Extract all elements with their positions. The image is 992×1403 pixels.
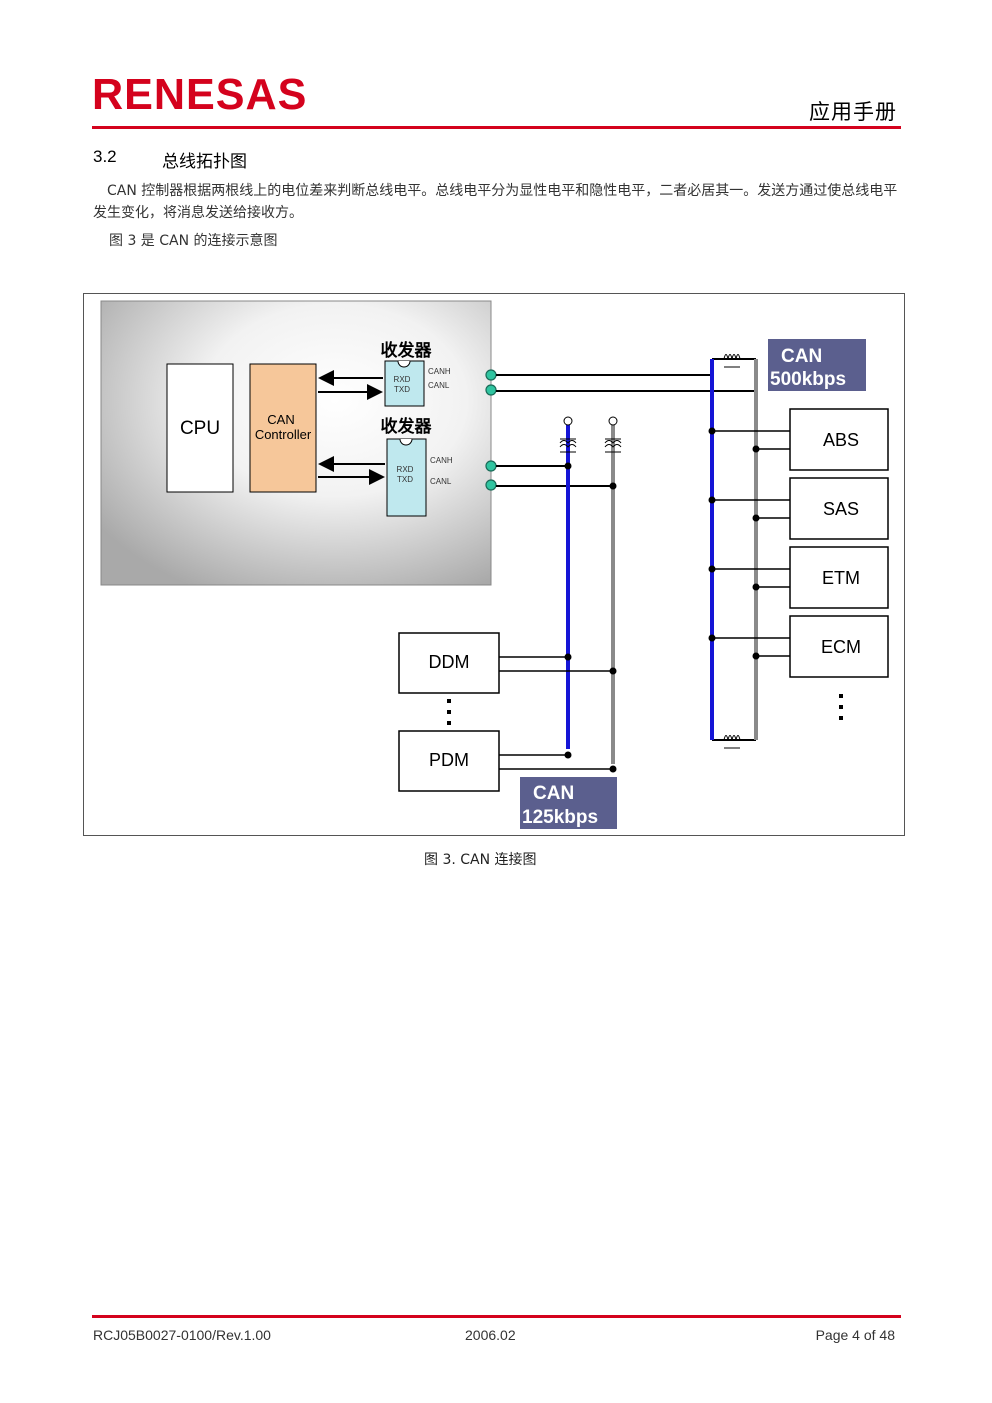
renesas-logo: RENESAS — [92, 70, 354, 119]
t1-pin-rxd: RXD — [394, 375, 411, 384]
cpu-label: CPU — [180, 418, 220, 439]
transceiver-2 — [386, 438, 427, 517]
controller-label-line1: CAN — [267, 412, 294, 427]
t2-pin-txd: TXD — [397, 475, 413, 484]
node-label: PDM — [429, 750, 469, 770]
header-rule — [92, 126, 901, 129]
left-node-group: DDM PDM — [398, 632, 617, 792]
bus-500k-label-line1: CAN — [781, 346, 822, 367]
bus-125k-end-low — [608, 416, 618, 426]
section-title: 总线拓扑图 — [162, 152, 247, 172]
cpu-box — [166, 363, 234, 493]
bus-125k-lines — [496, 465, 613, 487]
left-ellipsis — [447, 699, 451, 725]
ecu-terminals — [485, 369, 497, 491]
body-paragraph: CAN 控制器根据两根线上的电位差来判断总线电平。总线电平分为显性电平和隐性电平… — [93, 183, 898, 221]
footer-date: 2006.02 — [465, 1327, 516, 1343]
section-number: 3.2 — [93, 147, 117, 166]
t2-pin-rxd: RXD — [397, 465, 414, 474]
right-node-group: ABS SAS ETM ECM — [708, 408, 889, 678]
node-label: DDM — [429, 652, 470, 672]
node-etm: ETM — [708, 546, 889, 609]
node-label: ECM — [821, 637, 861, 657]
t1-out-canl: CANL — [428, 381, 450, 390]
can-topology-diagram: CPU CAN Controller 收发器 RXD TXD CANH CANL… — [100, 300, 889, 829]
node-pdm: PDM — [398, 730, 617, 792]
bus-125k-junctions — [564, 462, 617, 490]
bus-500k-lines — [496, 358, 756, 741]
terminator-top-icon — [723, 354, 741, 368]
controller-label-line2: Controller — [255, 427, 312, 442]
t2-out-canh: CANH — [430, 456, 453, 465]
right-ellipsis — [839, 694, 843, 720]
bus-500k-label-box — [768, 339, 866, 391]
node-abs: ABS — [708, 408, 889, 471]
footer-document-id: RCJ05B0027-0100/Rev.1.00 — [93, 1327, 271, 1343]
bus-125k-label-line1: CAN — [533, 783, 574, 804]
logo-text: RENESAS — [92, 70, 308, 119]
node-sas: SAS — [708, 477, 889, 540]
node-label: SAS — [823, 499, 859, 519]
terminator-left-icon — [559, 438, 577, 453]
transceiver-label-2: 收发器 — [381, 416, 433, 437]
transceiver-1-notch — [397, 360, 411, 368]
transceiver-label-1: 收发器 — [381, 340, 433, 361]
node-ddm: DDM — [398, 632, 617, 694]
can-topology-figure: CPU CAN Controller 收发器 RXD TXD CANH CANL… — [83, 293, 905, 836]
transceiver-2-notch — [399, 438, 413, 446]
terminator-bottom-icon — [723, 735, 741, 749]
footer-page-number: Page 4 of 48 — [815, 1327, 895, 1343]
bus-125k-label-box — [520, 777, 617, 829]
node-ecm: ECM — [708, 615, 889, 678]
can-controller-box — [249, 363, 317, 493]
node-label: ABS — [823, 430, 859, 450]
document-type: 应用手册 — [809, 100, 897, 124]
t1-out-canh: CANH — [428, 367, 451, 376]
bus-125k-end-high — [563, 416, 573, 426]
terminator-right-icon — [604, 438, 622, 453]
node-label: ETM — [822, 568, 860, 588]
controller-transceiver-links — [318, 370, 385, 485]
t2-out-canl: CANL — [430, 477, 452, 486]
bus-125k-label-line2: 125kbps — [522, 807, 598, 828]
t1-pin-txd: TXD — [394, 385, 410, 394]
figure-reference-paragraph: 图 3 是 CAN 的连接示意图 — [109, 233, 278, 249]
transceiver-1 — [384, 360, 425, 407]
bus-500k-label-line2: 500kbps — [770, 369, 846, 390]
footer-rule — [92, 1315, 901, 1318]
figure-caption: 图 3. CAN 连接图 — [424, 852, 537, 868]
